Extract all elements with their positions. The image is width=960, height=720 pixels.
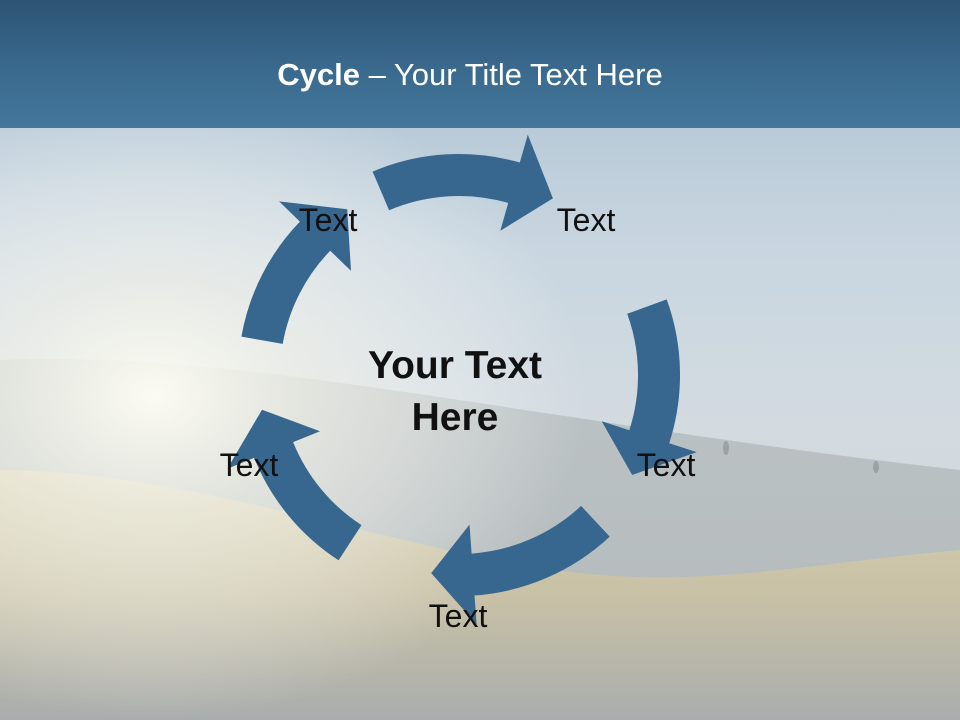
- center-text: Your Text Here: [330, 340, 580, 444]
- cycle-label-3: Text: [636, 447, 696, 483]
- cycle-label-2: Text: [556, 202, 616, 238]
- slide-title: Cycle – Your Title Text Here: [0, 55, 940, 95]
- cycle-arrow-2: [601, 299, 697, 475]
- center-text-line-1: Your Text: [367, 344, 543, 387]
- title-bar: [0, 0, 960, 128]
- cycle-label-4: Text: [428, 598, 488, 634]
- cycle-label-5: Text: [219, 447, 279, 483]
- cycle-label-1: Text: [298, 202, 358, 238]
- center-text-line-2: Here: [411, 396, 499, 439]
- cycle-arrow-4: [227, 409, 362, 561]
- slide-title-bold: Cycle: [277, 57, 360, 92]
- cycle-arrow-5: [241, 201, 351, 344]
- cycle-arrow-1: [372, 134, 553, 231]
- slide-title-rest: – Your Title Text Here: [360, 57, 663, 92]
- cycle-arrow-3: [431, 505, 610, 625]
